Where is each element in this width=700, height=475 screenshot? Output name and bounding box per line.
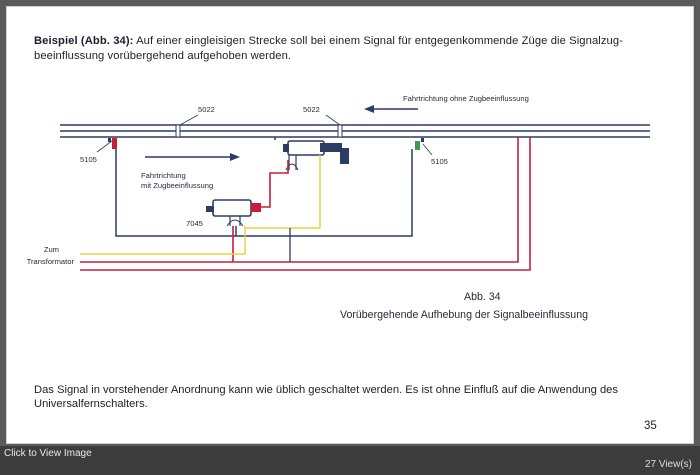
closing-paragraph: Das Signal in vorstehender Anordnung kan… [34, 384, 618, 410]
example-heading: Beispiel (Abb. 34): [34, 35, 134, 47]
view-count: 27 View(s) [644, 459, 692, 470]
direction-with-label-line1: Fahrtrichtung [141, 171, 186, 180]
blue-wires [115, 137, 413, 237]
red-lamp-icon [112, 138, 117, 149]
label-5105-left: 5105 [80, 155, 97, 164]
relay-unit-upper [283, 140, 349, 171]
figure-title: Vorübergehende Aufhebung der Signalbeein… [340, 309, 588, 321]
arrow-right-icon [145, 153, 240, 161]
label-5022-left: 5022 [198, 105, 215, 114]
arrow-left-icon [364, 105, 418, 113]
relay-7045 [206, 199, 261, 227]
direction-without-label: Fahrtrichtung ohne Zugbeeinflussung [403, 94, 529, 103]
page-number: 35 [644, 420, 657, 432]
label-5105-right: 5105 [431, 157, 448, 166]
track [60, 124, 650, 138]
label-5022-right: 5022 [303, 105, 320, 114]
viewer-footer: Click to View Image 27 View(s) [0, 446, 700, 475]
zum-label: Zum [44, 245, 59, 254]
green-lamp-icon [415, 141, 420, 150]
signal-left [96, 138, 117, 153]
label-7045: 7045 [186, 219, 203, 228]
wiring-diagram: 5022 5022 Fahrtrichtung ohne Zugbeeinflu… [27, 94, 650, 321]
yellow-wires [80, 155, 321, 255]
figure-number: Abb. 34 [464, 291, 501, 303]
isolation-point-left [175, 114, 199, 138]
scanned-page[interactable]: Beispiel (Abb. 34): Auf einer eingleisig… [6, 6, 694, 444]
intro-paragraph: Beispiel (Abb. 34): Auf einer eingleisig… [34, 34, 664, 64]
isolation-point-right [325, 114, 343, 138]
intro-text: Auf einer eingleisigen Strecke soll bei … [34, 35, 624, 62]
view-image-link[interactable]: Click to View Image [4, 448, 92, 459]
transformator-label: Transformator [27, 257, 75, 266]
signal-right [415, 138, 433, 156]
direction-with-label-line2: mit Zugbeeinflussung [141, 181, 213, 190]
red-wires [80, 137, 531, 271]
